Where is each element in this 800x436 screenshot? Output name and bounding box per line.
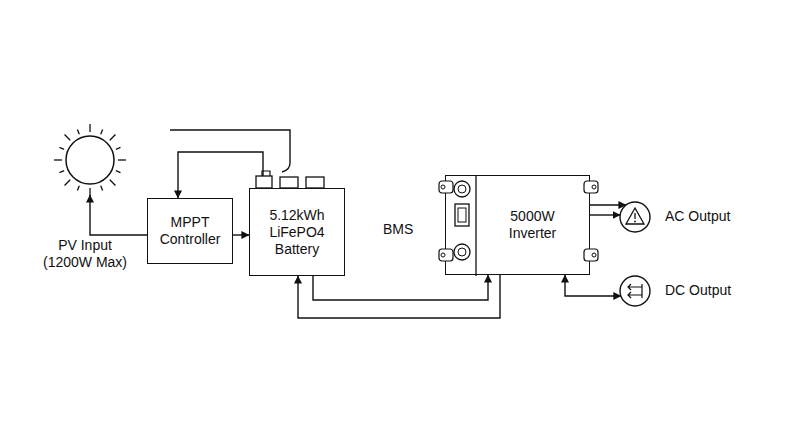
connector-arrow [590,214,620,215]
connector-arrow [233,234,249,235]
output-circle: DC Output [620,276,650,306]
node-text: MPPT Controller [155,214,225,248]
node-text: DC Output [665,282,731,299]
warning-symbol [634,221,636,223]
sun-ray [60,171,65,173]
connector-arrow [90,195,147,235]
warning-symbol [634,213,635,219]
output-circle [620,276,650,306]
warning-symbol [626,208,644,224]
mounting-hole [592,253,596,257]
mounting-tab [584,249,598,261]
dc-symbol [628,284,642,298]
annotation-label: BMS [383,221,413,237]
sun-ray [89,124,90,132]
terminal-knob [454,244,470,260]
connector-arrow [313,275,488,300]
mounting-tab [439,249,453,261]
mounting-tab [439,181,453,193]
sun-symbol [55,125,125,195]
dc-symbol [620,276,650,306]
sun-source: PV Input (1200W Max) [55,125,125,195]
inverter-box: 5000W Inverter [445,175,590,275]
sun-ray [110,135,116,141]
battery-terminal [306,177,324,188]
sun-ray [60,147,65,149]
sun-ray [116,147,121,149]
node-text: 5.12kWh LiFePO4 Battery [257,207,337,258]
sun-ray [118,159,126,160]
battery-sense-wire [170,130,290,172]
node-text: PV Input (1200W Max) [37,237,133,271]
mounting-hole [441,185,445,189]
terminal-knob [458,185,466,193]
terminal-knob [458,248,466,256]
sun-ray [77,130,79,135]
panel-divider [475,176,476,276]
sun-disc [66,136,114,184]
mounting-tab [584,181,598,193]
sun-ray [77,186,79,191]
connector-arrow [590,204,626,205]
connector-arrow [565,275,621,296]
controller-box: MPPT Controller [147,198,233,264]
ac-symbol [620,202,650,232]
connector-arrow [298,275,500,318]
sun-ray [89,188,90,196]
sun-ray [101,186,103,191]
battery-terminal [256,176,272,188]
power-switch [458,208,466,222]
output-circle [620,202,650,232]
node-text: AC Output [665,208,730,225]
node-text: 5000W Inverter [493,208,573,242]
mounting-hole [441,253,445,257]
output-circle: AC Output [620,202,650,232]
power-switch [455,204,469,226]
sun-ray [101,130,103,135]
terminal-post [262,171,270,176]
sun-ray [116,171,121,173]
terminal-knob [454,181,470,197]
sun-ray [54,159,62,160]
battery-terminal [280,177,298,188]
sun-ray [110,180,116,186]
mounting-hole [592,185,596,189]
sun-ray [65,135,71,141]
sun-ray [65,180,71,186]
battery-box: 5.12kWh LiFePO4 Battery [249,188,345,276]
